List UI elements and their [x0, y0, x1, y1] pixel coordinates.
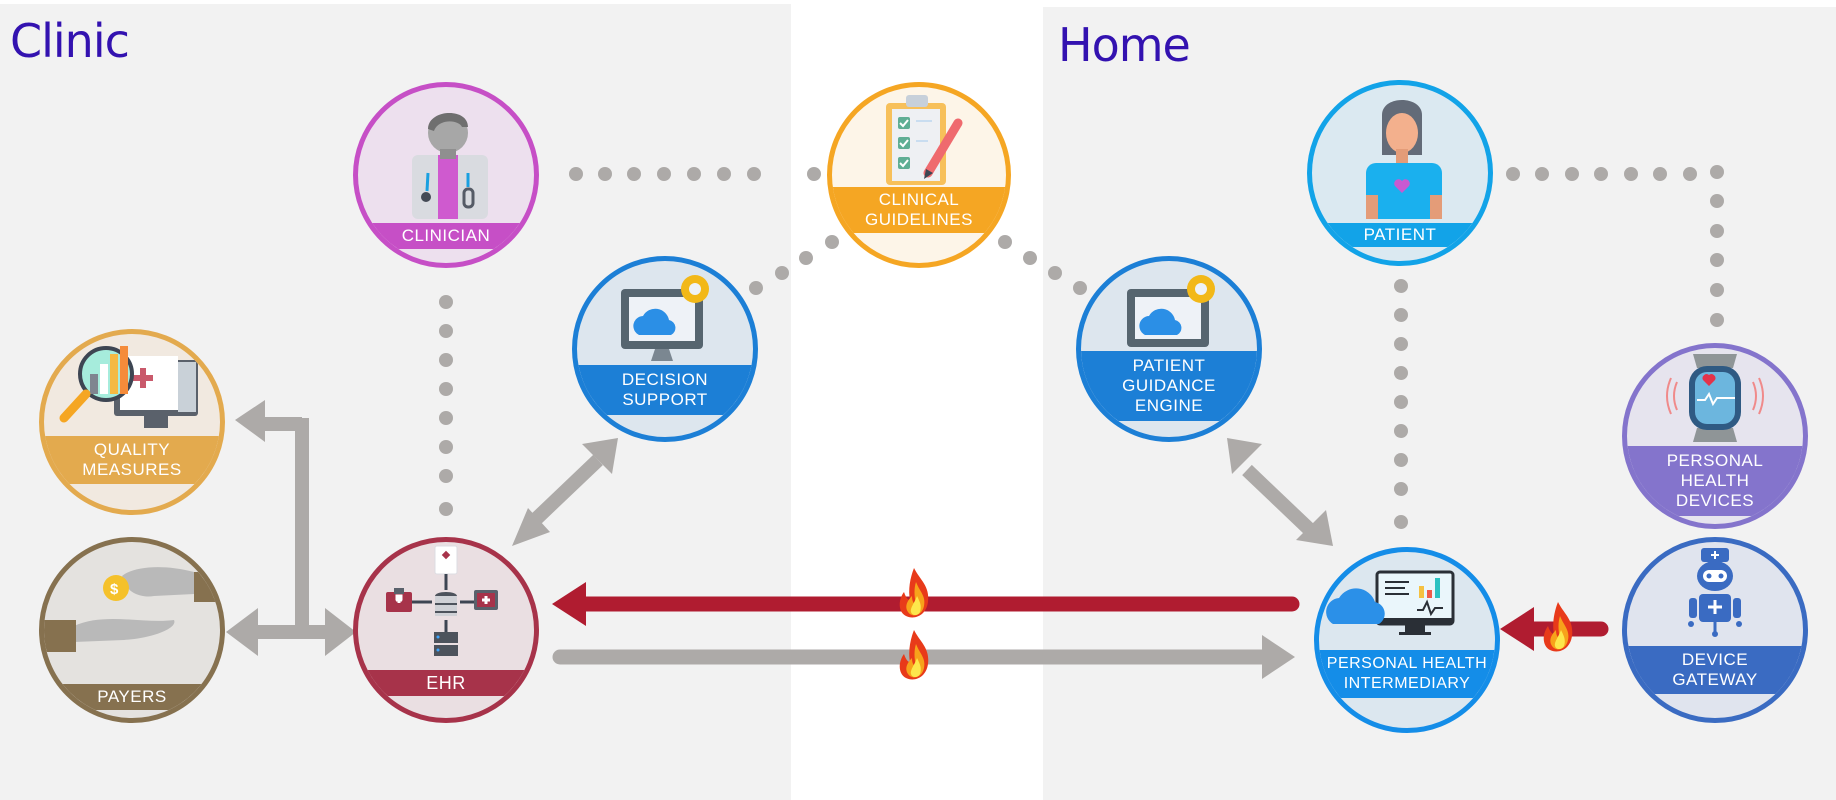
node-payers[interactable]: $ PAYERS	[39, 537, 225, 723]
node-patient-guidance-engine[interactable]: PATIENT GUIDANCE ENGINE	[1076, 256, 1262, 442]
node-device-gateway[interactable]: DEVICE GATEWAY	[1622, 537, 1808, 723]
arrow-head-ehr	[325, 608, 356, 656]
patient-icon	[1366, 100, 1442, 219]
label-line: CLINICAL	[878, 190, 960, 209]
dotted-patient-devices	[1506, 165, 1724, 327]
label-line: GUIDELINES	[865, 210, 973, 229]
dotted-connectors	[439, 165, 1724, 529]
label-line: PERSONAL HEALTH	[1326, 655, 1488, 672]
dotted-decision-guidelines	[749, 235, 839, 295]
ehr-label: EHR	[358, 670, 534, 696]
dotted-guidelines-guidance	[998, 235, 1087, 295]
label-line: DECISION	[621, 370, 709, 389]
quality-measures-label: QUALITY MEASURES	[44, 436, 220, 484]
node-decision-support[interactable]: DECISION SUPPORT	[572, 256, 758, 442]
node-clinician[interactable]: CLINICIAN	[353, 82, 539, 268]
label-line: SUPPORT	[622, 390, 708, 409]
cloud-monitor-gear-icon	[621, 275, 709, 361]
payers-label: PAYERS	[44, 684, 220, 710]
node-clinical-guidelines[interactable]: CLINICAL GUIDELINES	[827, 82, 1011, 268]
label-line: DEVICES	[1675, 491, 1755, 510]
clinical-guidelines-label: CLINICAL GUIDELINES	[832, 187, 1006, 233]
device-gateway-label: DEVICE GATEWAY	[1627, 646, 1803, 694]
label-line: ENGINE	[1134, 396, 1204, 415]
patient-label: PATIENT	[1312, 223, 1488, 247]
patient-guidance-engine-label: PATIENT GUIDANCE ENGINE	[1081, 351, 1257, 421]
node-personal-health-intermediary[interactable]: PERSONAL HEALTH INTERMEDIARY	[1314, 547, 1500, 733]
arrow-head-quality	[235, 400, 265, 442]
flame-icon	[1543, 602, 1573, 652]
flame-icon	[899, 630, 929, 680]
dotted-patient-intermediary	[1394, 279, 1408, 529]
label-line: GATEWAY	[1672, 670, 1758, 689]
label-line: MEASURES	[82, 460, 182, 479]
arrow-ehr-decision	[512, 438, 618, 546]
clipboard-checklist-icon	[886, 95, 963, 185]
clinician-label: CLINICIAN	[358, 223, 534, 249]
arrow-intermediary-guidance	[1227, 438, 1333, 546]
magnifier-chart-icon	[59, 346, 198, 428]
label-line: HEALTH	[1680, 471, 1750, 490]
node-ehr[interactable]: EHR	[353, 537, 539, 723]
label-line: DEVICE	[1681, 650, 1749, 669]
decision-support-label: DECISION SUPPORT	[577, 365, 753, 415]
label-line: GUIDANCE	[1122, 376, 1216, 395]
flame-icon	[899, 568, 929, 618]
label-line: PERSONAL	[1666, 451, 1764, 470]
database-network-icon	[386, 545, 498, 656]
svg-text:$: $	[110, 581, 119, 598]
dotted-clinician-ehr	[439, 295, 453, 516]
node-personal-health-devices[interactable]: PERSONAL HEALTH DEVICES	[1622, 343, 1808, 529]
smartwatch-heart-icon	[1666, 354, 1764, 442]
payment-hands-icon: $	[44, 567, 220, 652]
label-line: QUALITY	[93, 440, 171, 459]
arrow-head-payers	[226, 608, 258, 656]
arrow-intermediary-to-ehr	[552, 582, 1300, 626]
cloud-monitor-gear-icon	[1127, 275, 1215, 347]
home-title: Home	[1058, 18, 1191, 72]
arrow-ehr-quality-payers	[226, 400, 356, 656]
label-line: INTERMEDIARY	[1343, 675, 1471, 692]
personal-health-intermediary-label: PERSONAL HEALTH INTERMEDIARY	[1319, 650, 1495, 698]
node-quality-measures[interactable]: QUALITY MEASURES	[39, 329, 225, 515]
doctor-icon	[412, 112, 488, 219]
node-patient[interactable]: PATIENT	[1307, 80, 1493, 266]
robot-nurse-icon	[1688, 548, 1742, 637]
label-line: PATIENT	[1132, 356, 1206, 375]
personal-health-devices-label: PERSONAL HEALTH DEVICES	[1627, 446, 1803, 516]
clinic-title: Clinic	[10, 14, 130, 68]
dotted-clinician-guidelines	[569, 167, 821, 181]
cloud-dashboard-icon	[1326, 570, 1455, 635]
